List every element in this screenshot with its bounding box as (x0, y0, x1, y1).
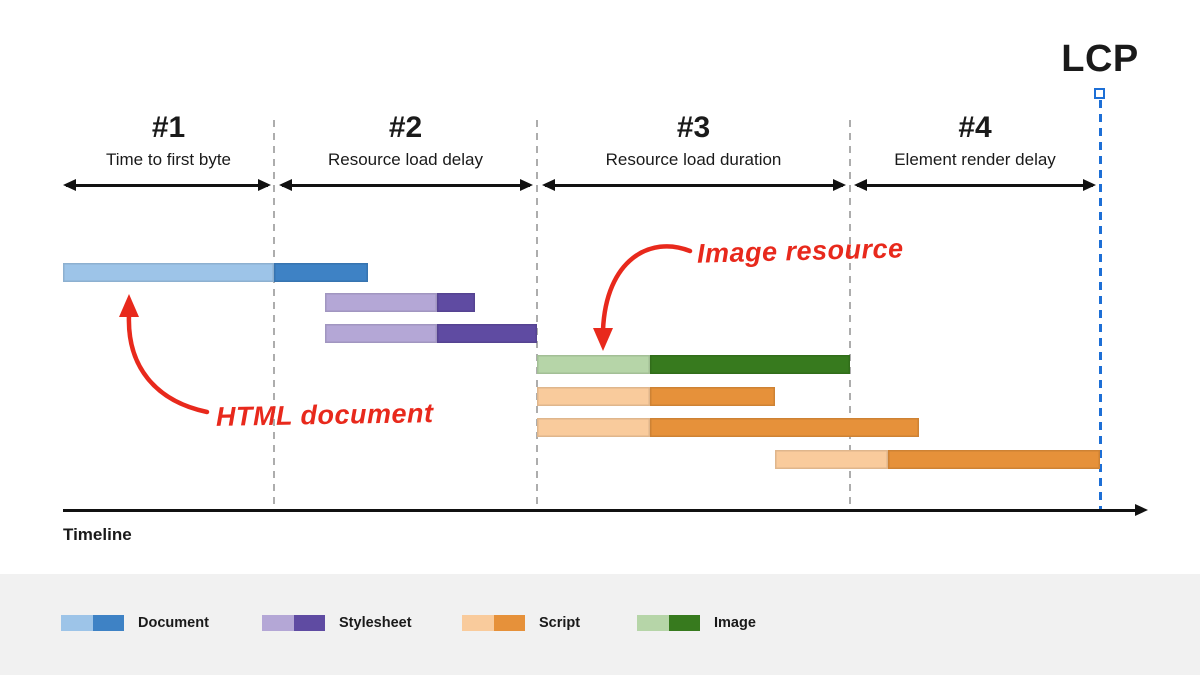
phase-label: Time to first byte (105, 150, 231, 169)
stylesheet-bar-dark-segment (437, 324, 537, 343)
legend-item-document: Document (61, 615, 209, 631)
script-bar (537, 418, 919, 437)
image-legend-swatch-icon (637, 615, 700, 631)
lcp-title: LCP (1061, 38, 1139, 80)
phase-number: #2 (388, 111, 423, 144)
legend-item-stylesheet: Stylesheet (262, 615, 412, 631)
lcp-dashed-line (1099, 100, 1102, 511)
phase-number: #4 (958, 111, 992, 144)
image-bar (537, 355, 850, 374)
swatch-half (668, 615, 700, 631)
document-bar (63, 263, 368, 282)
swatch-half (293, 615, 325, 631)
swatch-half (493, 615, 525, 631)
stylesheet-bar (325, 324, 537, 343)
stylesheet-legend-swatch-icon (262, 615, 325, 631)
phase-number: #3 (676, 111, 711, 144)
legend-item-script: Script (462, 615, 580, 631)
stylesheet-bar-dark-segment (437, 293, 475, 312)
script-bar-light-segment (537, 418, 650, 437)
image-resource-annotation: Image resource (696, 233, 904, 269)
script-bar (775, 450, 1100, 469)
phase-divider-1 (273, 120, 275, 511)
image-bar-dark-segment (650, 355, 850, 374)
document-legend-swatch-icon (61, 615, 124, 631)
phase-label: Resource load delay (328, 150, 483, 169)
script-bar-dark-segment (650, 418, 919, 437)
phase-range-arrow-1 (63, 179, 271, 191)
lcp-marker-icon (1094, 88, 1105, 99)
swatch-half (92, 615, 124, 631)
phase-divider-2 (536, 120, 538, 511)
script-bar (537, 387, 775, 406)
script-bar-light-segment (537, 387, 650, 406)
html-document-annotation: HTML document (215, 398, 434, 432)
image-resource-arrow-icon (593, 244, 693, 351)
document-bar-dark-segment (274, 263, 368, 282)
timeline-axis-label: Timeline (63, 525, 132, 544)
legend-footer-band (0, 574, 1200, 675)
document-bar-light-segment (63, 263, 274, 282)
script-bar-light-segment (775, 450, 888, 469)
phase-divider-3 (849, 120, 851, 511)
swatch-half (462, 615, 494, 631)
stylesheet-bar (325, 293, 475, 312)
phase-label: Resource load duration (605, 150, 782, 169)
legend-label: Script (539, 615, 581, 631)
html-document-arrow-icon (119, 294, 210, 415)
phase-label: Element render delay (894, 150, 1056, 169)
stylesheet-bar-light-segment (325, 293, 437, 312)
script-bar-dark-segment (650, 387, 775, 406)
swatch-half (637, 615, 669, 631)
phase-range-arrow-3 (542, 179, 846, 191)
legend-label: Image (714, 615, 756, 631)
swatch-half (262, 615, 294, 631)
image-bar-light-segment (537, 355, 650, 374)
script-legend-swatch-icon (462, 615, 525, 631)
phase-range-arrow-4 (854, 179, 1096, 191)
phase-range-arrow-2 (279, 179, 533, 191)
swatch-half (61, 615, 93, 631)
script-bar-dark-segment (888, 450, 1100, 469)
legend-label: Stylesheet (339, 615, 412, 631)
legend-item-image: Image (637, 615, 756, 631)
timeline-axis (63, 504, 1148, 516)
legend-label: Document (138, 615, 209, 631)
stylesheet-bar-light-segment (325, 324, 437, 343)
phase-number: #1 (151, 111, 186, 144)
